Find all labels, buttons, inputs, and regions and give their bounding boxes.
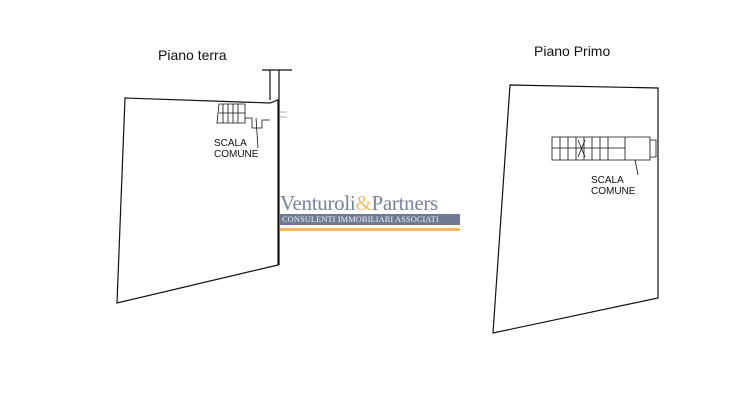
logo-name: Venturoli&Partners <box>280 192 460 214</box>
plan-piano-primo <box>492 84 659 334</box>
plan-title: Piano terra <box>158 47 227 63</box>
logo-tagline: CONSULENTI IMMOBILIARI ASSOCIATI <box>280 214 460 225</box>
room-label: SCALA COMUNE <box>591 175 635 197</box>
outline-piano-primo <box>492 84 659 334</box>
plan-title: Piano Primo <box>534 43 611 59</box>
room-label-line: COMUNE <box>591 186 636 197</box>
stairs-icon <box>216 103 287 149</box>
room-label-line: COMUNE <box>214 149 259 160</box>
logo-ampersand: & <box>355 191 372 215</box>
watermark-logo: Venturoli&Partners CONSULENTI IMMOBILIAR… <box>280 192 460 231</box>
logo-name-part: Partners <box>371 191 439 215</box>
logo-underline <box>280 228 460 231</box>
logo-name-part: Venturoli <box>280 191 356 215</box>
plan-piano-terra <box>116 69 292 304</box>
stair-tower <box>262 69 292 265</box>
room-label: SCALA COMUNE <box>214 138 258 160</box>
room-label-line: SCALA <box>214 138 247 149</box>
outline-piano-terra <box>116 97 279 304</box>
room-label-line: SCALA <box>591 175 624 186</box>
stairs-icon <box>551 136 657 176</box>
